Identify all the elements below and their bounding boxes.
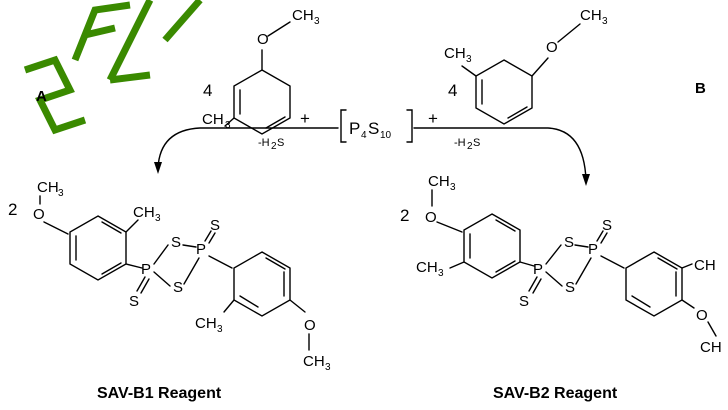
pa-ring2-methyl-sub: 3 [217,324,223,335]
right-reactant: 4 O CH 3 CH 3 [444,7,608,125]
plus-left: + [300,109,310,128]
pa-o-bottom: O [304,317,316,334]
product-a-title: SAV-B1 Reagent [97,385,222,402]
ring-methyl-subscript-b: 3 [466,54,472,65]
pb-ch3-top: CH [428,173,450,190]
pa-s-bottom: S [173,279,183,296]
byproduct-left-s: S [277,137,284,149]
methoxy-oxygen: O [257,31,269,48]
reagent-phosphorus: P [349,119,360,138]
reagent-sub-10: 10 [380,130,392,141]
ring-methyl-subscript: 3 [225,120,231,131]
panel-label-a: A [36,88,47,105]
methyl-subscript: 3 [314,16,320,27]
pa-p-left: P [141,261,151,278]
pa-ch3-bottom-sub: 3 [325,362,331,373]
pa-ring-methyl: CH [133,204,155,221]
product-b-coefficient: 2 [400,206,409,225]
pa-ring-methyl-sub: 3 [155,213,161,224]
pb-p-right: P [588,241,598,258]
left-reactant-coefficient: 4 [203,81,212,100]
byproduct-right-s: S [473,137,480,149]
product-a-coefficient: 2 [8,200,17,219]
pb-ring-methyl-sub: 3 [438,268,444,279]
right-reactant-coefficient: 4 [448,81,457,100]
pa-o-top: O [33,206,45,223]
pb-ring-methyl: CH [416,259,438,276]
reagent-p4s10: P 4 S 10 [340,109,413,143]
pb-s-exo-left: S [519,293,529,310]
right-reactant-ring [475,59,533,125]
ring-methyl-carbon: CH [202,111,224,128]
pb-s-exo-right: S [602,217,612,234]
pb-p-left: P [533,261,543,278]
pb-s-bottom: S [565,279,575,296]
panel-label-b: B [695,80,706,97]
ring-methyl-carbon-b: CH [444,45,466,62]
plus-right: + [428,109,438,128]
byproduct-left: -H [258,137,270,149]
pa-ch3-top: CH [37,179,59,196]
left-reactant-ring [233,69,291,135]
pb-ch3-bottom: CH [700,339,722,356]
reaction-arrow-left: -H 2 S [154,127,339,174]
pa-s-exo-left: S [129,293,139,310]
byproduct-right-sub: 2 [467,141,473,152]
pb-s-top: S [564,234,574,251]
pa-ch3-top-sub: 3 [58,188,64,199]
reagent-sulfur: S [368,119,379,138]
reaction-arrow-right: -H 2 S [413,127,590,186]
byproduct-right: -H [454,137,466,149]
product-b-title: SAV-B2 Reagent [493,385,618,402]
pb-o-bottom: O [696,307,708,324]
pb-o-top: O [425,209,437,226]
pb-ring-right [625,251,683,317]
reagent-sub-4: 4 [361,130,367,141]
pb-ring-left [463,213,521,279]
watermark [23,0,203,135]
bracket-right [406,109,413,143]
byproduct-left-sub: 2 [271,141,277,152]
bracket-left [340,109,347,143]
left-reactant: 4 O CH 3 CH 3 [202,7,320,135]
methoxy-oxygen-b: O [546,39,558,56]
pa-ring-left [69,215,127,281]
pb-ch3-top-sub: 3 [450,182,456,193]
pa-ch3-bottom: CH [303,353,325,370]
product-b: 2 CH 3 O CH 3 P P S S S S C [400,173,722,356]
methyl-carbon: CH [292,7,314,24]
pa-ring-right [233,251,291,317]
pa-s-top: S [171,234,181,251]
methyl-subscript-b: 3 [602,16,608,27]
pb-ring2-methyl: CH [694,257,716,274]
pa-s-exo-right: S [210,217,220,234]
methyl-carbon-b: CH [580,7,602,24]
pa-p-right: P [196,241,206,258]
product-a: 2 CH 3 O CH 3 P P S S S S [8,179,331,373]
pa-ring2-methyl: CH [195,315,217,332]
